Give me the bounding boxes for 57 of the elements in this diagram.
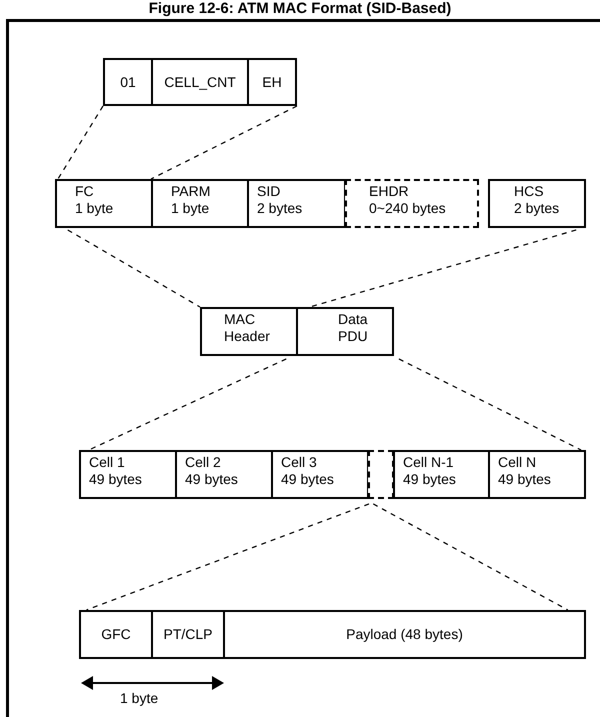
field-label: HCS [514, 183, 545, 200]
gap-box [368, 450, 394, 499]
field-box [79, 450, 177, 499]
field-label: Cell N-1 [403, 454, 455, 471]
expansion-line [88, 358, 286, 451]
field-box [223, 610, 586, 659]
field-label: EHDR [369, 183, 410, 200]
field-label: 1 byte [75, 200, 114, 217]
field-box [271, 450, 369, 499]
field-label: 2 bytes [257, 200, 304, 217]
field-box [488, 179, 586, 228]
field-box [247, 58, 297, 106]
field-label: FC [75, 183, 95, 200]
field-label: PT/CLP [163, 626, 212, 643]
field-box [488, 450, 586, 499]
field-label: 1 byte [171, 200, 210, 217]
field-box [200, 307, 298, 356]
expansion-line [57, 106, 104, 180]
field-box [79, 610, 153, 659]
field-label: SID [257, 183, 282, 200]
field-label: PARM [171, 183, 212, 200]
field-label: 49 bytes [498, 471, 552, 488]
field-box [103, 58, 153, 106]
field-label: Payload (48 bytes) [346, 626, 463, 643]
field-box [175, 450, 273, 499]
figure-title: Figure 12-6: ATM MAC Format (SID-Based) [148, 0, 452, 17]
field-label: Cell 1 [89, 454, 126, 471]
expansion-line [372, 503, 568, 611]
field-box [247, 179, 346, 228]
field-box [393, 450, 490, 499]
field-label: CELL_CNT [164, 74, 236, 90]
field-label: 49 bytes [89, 471, 143, 488]
expansion-line [310, 229, 576, 308]
field-label: 0~240 bytes [369, 200, 447, 217]
expansion-line [150, 105, 298, 180]
field-box [151, 179, 249, 228]
field-box [296, 307, 394, 356]
dimension-label: 1 byte [120, 690, 158, 706]
field-label: 49 bytes [185, 471, 239, 488]
expansion-line [67, 229, 200, 308]
field-label: GFC [101, 626, 131, 643]
expansion-line [398, 358, 582, 451]
field-label: 01 [120, 74, 136, 90]
field-label: EH [262, 74, 282, 90]
field-label: 49 bytes [281, 471, 335, 488]
field-label: Cell N [498, 454, 538, 471]
field-box [345, 179, 479, 228]
field-box [151, 610, 225, 659]
field-label: 49 bytes [403, 471, 457, 488]
field-box [55, 179, 153, 228]
field-label: Cell 2 [185, 454, 222, 471]
field-label: 2 bytes [514, 200, 560, 217]
expansion-line [86, 503, 370, 611]
field-label: Cell 3 [281, 454, 318, 471]
field-box [151, 58, 249, 106]
field-label: Data PDU [338, 311, 369, 345]
field-label: MAC Header [224, 311, 271, 345]
